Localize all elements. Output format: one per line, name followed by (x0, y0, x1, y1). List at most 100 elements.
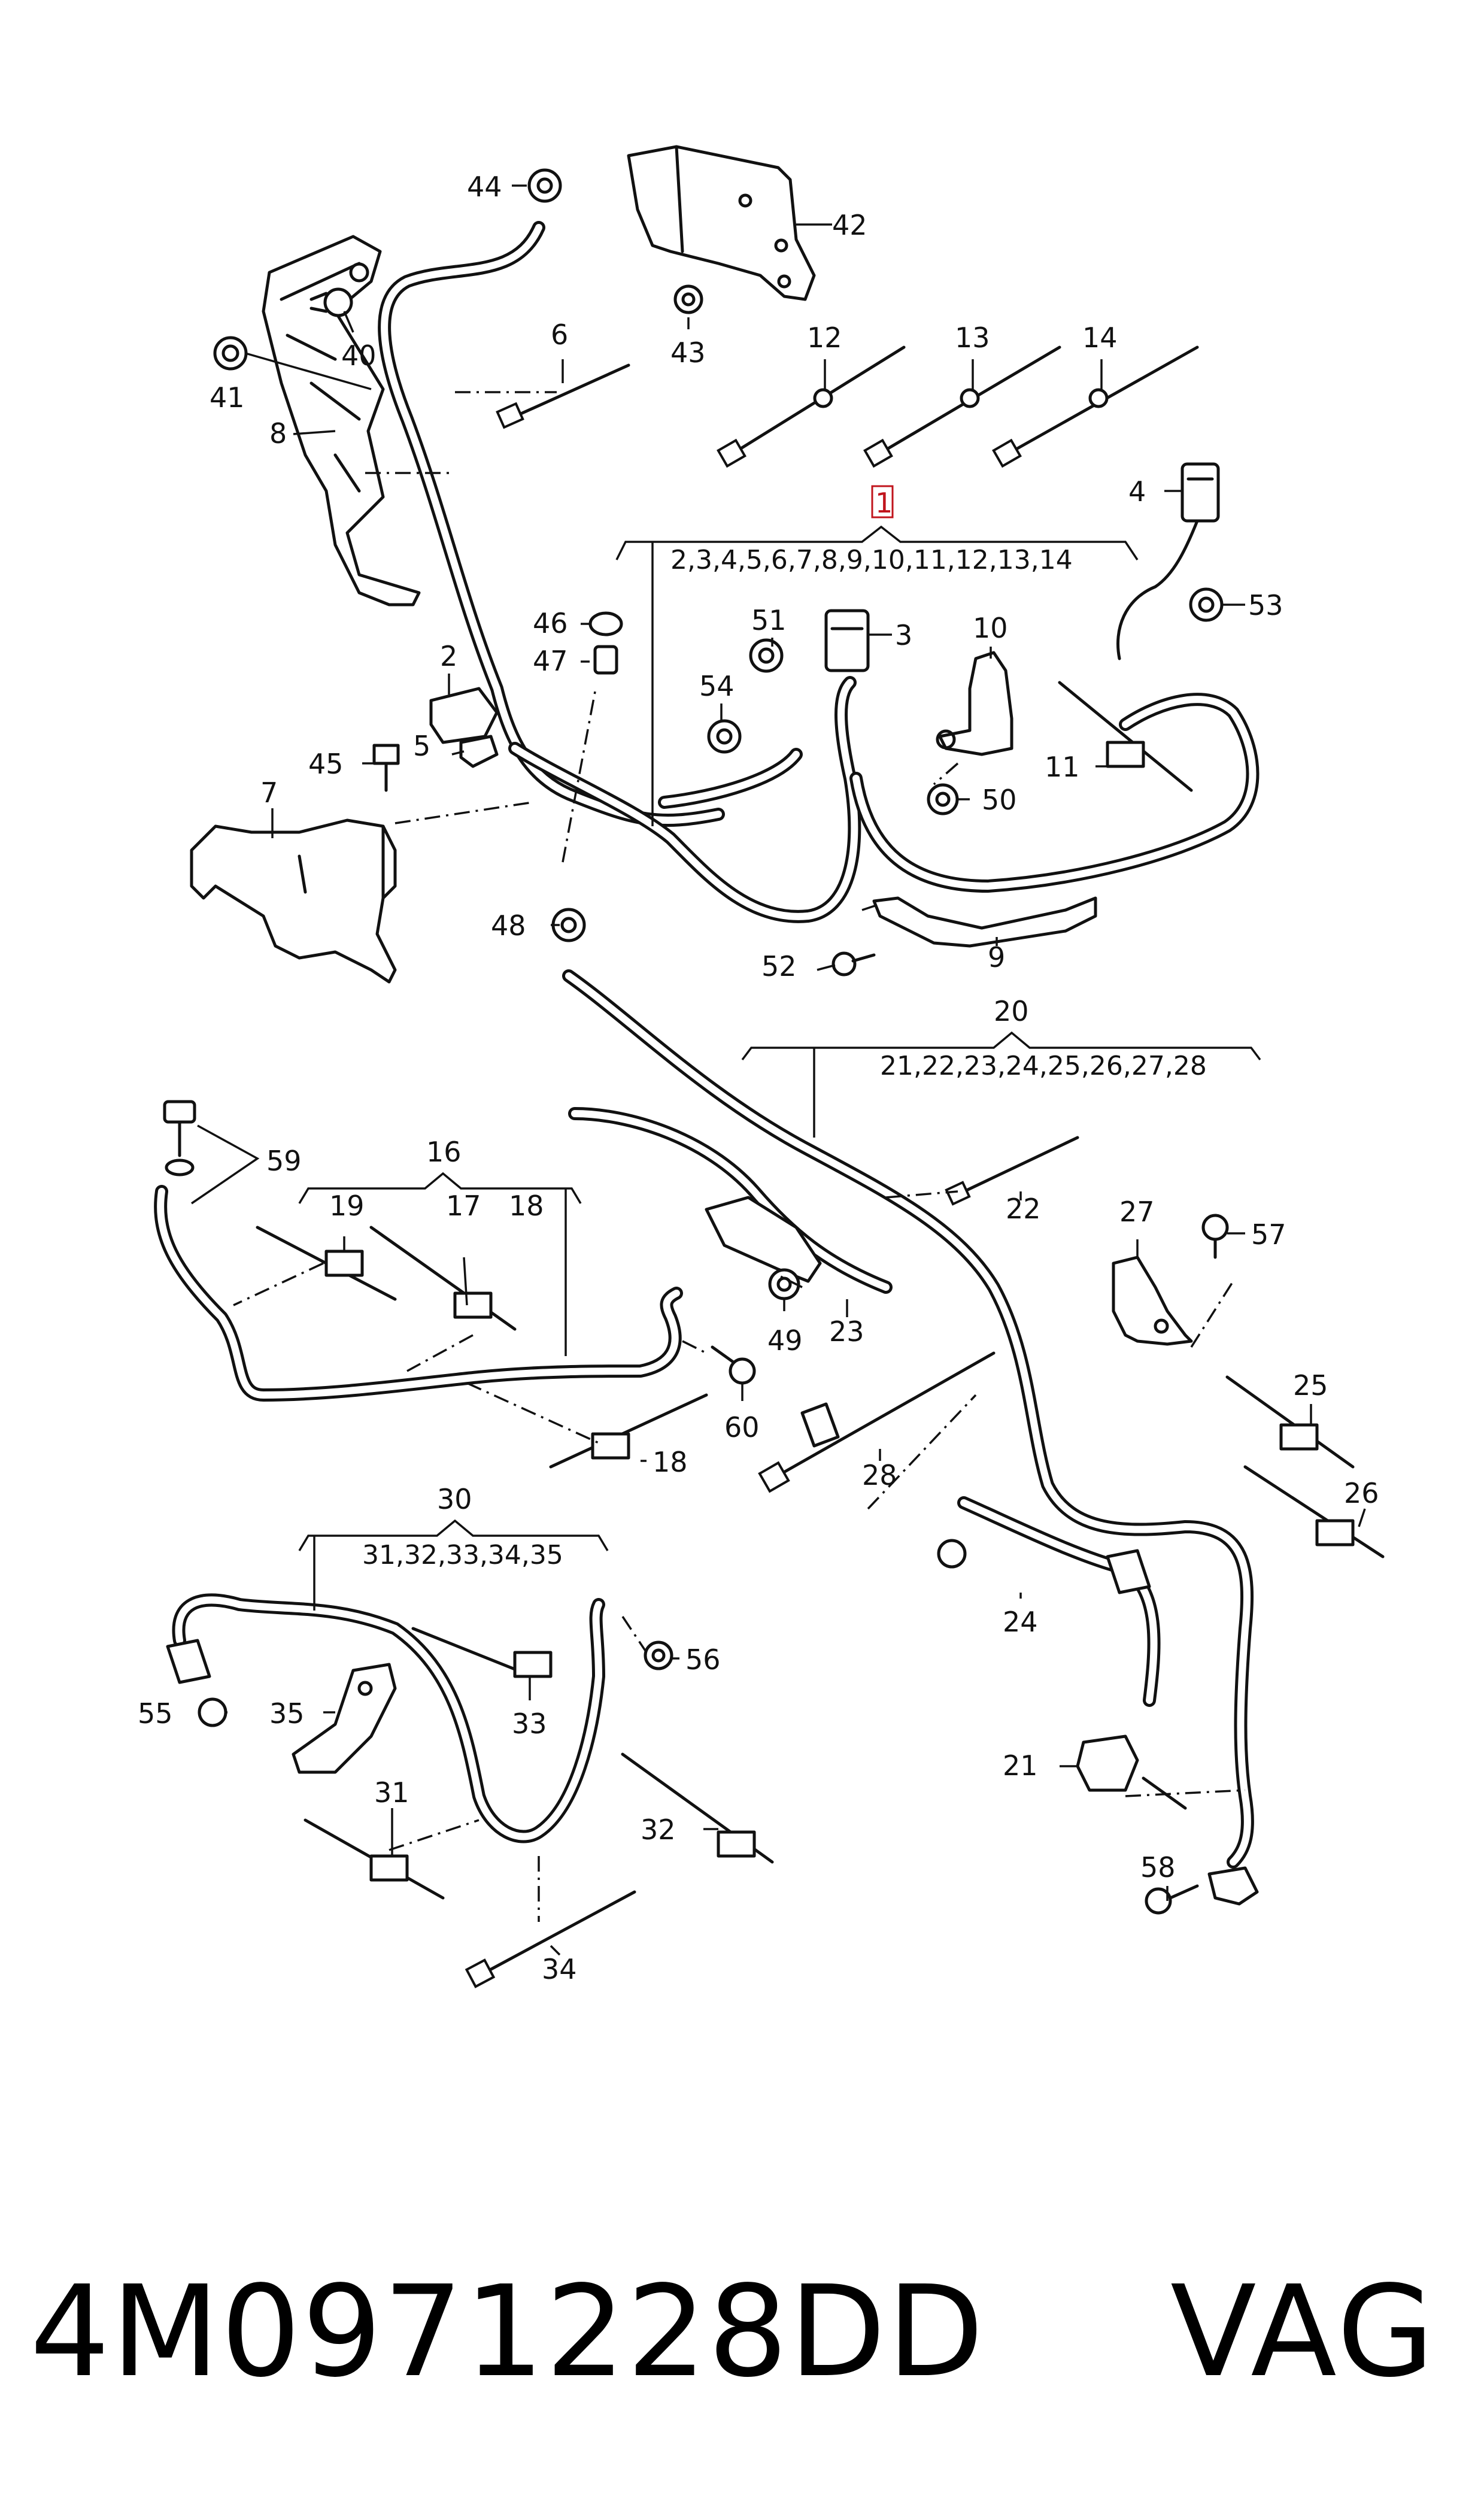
callout-21: 21 (1003, 1749, 1038, 1782)
callout-40: 40 (341, 339, 377, 372)
callout-6: 6 (551, 319, 568, 351)
callout-28: 28 (862, 1459, 897, 1491)
callout-10: 10 (973, 612, 1008, 644)
part-23-cable (568, 1107, 893, 1294)
part-50-nut (927, 783, 959, 815)
callout-20: 20 (994, 995, 1029, 1027)
part-59-bolt (163, 1100, 196, 1176)
callout-45: 45 (308, 748, 344, 780)
callout-48: 48 (491, 909, 526, 942)
part-47-clip (593, 645, 618, 675)
part-26-clip (1243, 1465, 1385, 1558)
callout-60: 60 (724, 1411, 760, 1444)
cable-right-upper (1116, 519, 1199, 660)
callout-50: 50 (982, 784, 1017, 816)
callout-17: 17 (446, 1190, 481, 1222)
part-41-nut (213, 336, 248, 371)
callout-7: 7 (260, 777, 278, 809)
part-53-nut (1189, 587, 1224, 622)
callout-12: 12 (807, 322, 842, 354)
callout-34: 34 (542, 1953, 577, 1985)
part-17-clip (369, 1226, 517, 1331)
callout-56: 56 (685, 1643, 721, 1676)
part-45-bolt (372, 744, 400, 792)
part-19-clip (256, 1226, 397, 1301)
callout-46: 46 (533, 607, 568, 639)
part-44-nut (527, 168, 562, 203)
part-31-clip (304, 1818, 445, 1900)
callout-31: 31 (374, 1776, 409, 1809)
cable-main-upper (378, 221, 725, 827)
leader-lines (191, 184, 1366, 1956)
part-5-connector (459, 735, 499, 768)
callout-3: 3 (895, 619, 912, 651)
callout-16: 16 (426, 1136, 462, 1168)
part-32-clip (621, 1752, 774, 1864)
part-25-clip (1225, 1375, 1355, 1469)
part-46-clip (588, 611, 623, 636)
callout-5: 5 (413, 730, 430, 762)
brand-name: VAG (1170, 2258, 1437, 2405)
callout-51: 51 (751, 604, 787, 636)
callout-8: 8 (269, 417, 287, 450)
callout-4: 4 (1128, 475, 1146, 508)
callout-57: 57 (1251, 1218, 1286, 1251)
group-labels: 2,3,4,5,6,7,8,9,10,11,12,13,14 21,22,23,… (362, 545, 1207, 1570)
callout-58: 58 (1140, 1851, 1176, 1884)
part-33-clip (411, 1627, 553, 1678)
part-12-cable-tie (717, 345, 906, 468)
part-22-cable-tie (945, 1136, 1079, 1206)
callout-44: 44 (467, 171, 502, 203)
part-49-nut (768, 1268, 800, 1300)
part-27-bracket (1112, 1256, 1193, 1346)
group-bracket-1 (615, 525, 1139, 826)
callout-18: 18 (653, 1446, 688, 1478)
part-2-connector (429, 687, 499, 744)
part-42-bracket (627, 145, 816, 301)
group-label-1: 2,3,4,5,6,7,8,9,10,11,12,13,14 (670, 545, 1073, 575)
callout-22: 22 (1006, 1193, 1041, 1225)
part-52-bolt (831, 951, 876, 977)
callout-25: 25 (1293, 1369, 1328, 1402)
cable-main-middle (508, 676, 1260, 923)
callout-41: 41 (210, 381, 245, 414)
part-51-nut (749, 638, 784, 673)
callout-14: 14 (1082, 322, 1118, 354)
callout-2: 2 (440, 640, 457, 672)
group-bracket-30 (298, 1519, 609, 1611)
part-35-bracket (292, 1663, 397, 1774)
part-7-cover (190, 818, 397, 984)
cable-16-left (154, 1185, 683, 1402)
part-18-clip (549, 1393, 708, 1469)
callout-13: 13 (955, 322, 990, 354)
group-label-20: 21,22,23,24,25,26,27,28 (880, 1051, 1207, 1081)
callout-labels: 44 42 43 40 41 8 6 12 13 14 4 53 1 3 51 … (138, 171, 1379, 1985)
callout-59: 59 (266, 1145, 302, 1177)
callout-1-box (871, 485, 894, 518)
part-14-cable-tie (992, 345, 1199, 468)
part-number: 4M0971228DD (30, 2258, 985, 2405)
part-6-cable-tie (496, 363, 630, 429)
callout-55: 55 (138, 1697, 173, 1730)
callout-43: 43 (670, 336, 706, 369)
part-56-nut (644, 1640, 673, 1670)
part-28-cable-tie (758, 1351, 996, 1493)
callout-9: 9 (988, 941, 1005, 974)
group-bracket-20 (741, 1031, 1261, 1138)
part-21-connector (1076, 1734, 1187, 1810)
part-40-bolt (309, 287, 353, 317)
part-11-clip (1058, 681, 1193, 792)
part-10-bracket (936, 651, 1013, 756)
callout-26: 26 (1344, 1477, 1379, 1509)
cable-20 (562, 969, 1254, 1869)
part-8-bracket (262, 235, 421, 607)
callout-54: 54 (699, 670, 735, 702)
part-3-connector (824, 609, 870, 672)
callout-30: 30 (437, 1483, 472, 1515)
callout-18-group: 18 (509, 1190, 544, 1222)
part-58-bolt (1145, 1866, 1259, 1915)
callout-11: 11 (1045, 751, 1080, 783)
group-label-30: 31,32,33,34,35 (362, 1540, 563, 1570)
part-9-bracket (872, 896, 1097, 948)
